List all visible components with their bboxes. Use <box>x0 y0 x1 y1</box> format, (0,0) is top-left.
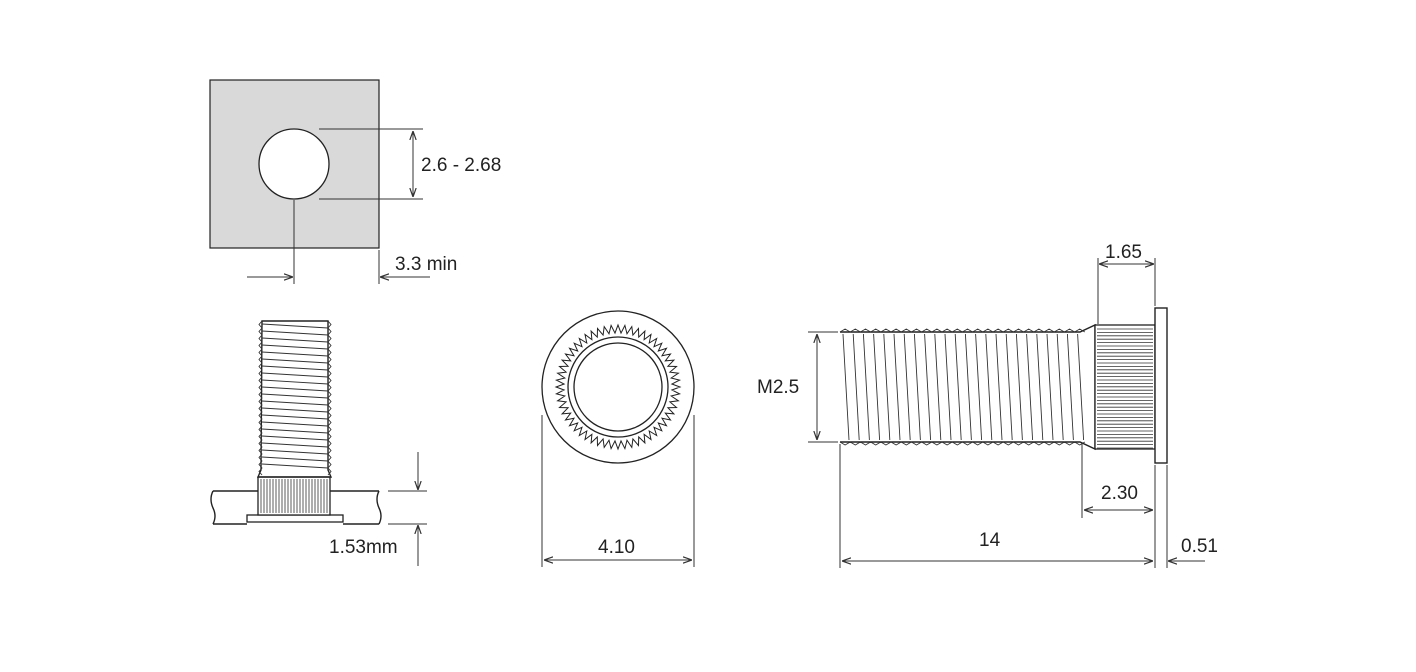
knurl-serration <box>554 323 682 451</box>
installed-stud-view: 1.53mm <box>210 320 427 566</box>
stud-thread-lines <box>261 323 329 469</box>
head-width-label: 1.65 <box>1105 242 1142 263</box>
overall-length-label: 14 <box>979 530 1001 551</box>
thread-size-label: M2.5 <box>757 377 799 398</box>
sheet-thickness-label: 1.53mm <box>329 537 398 558</box>
side-knurl-lines <box>1097 328 1153 449</box>
stud-thread-edge-left <box>258 320 263 476</box>
end-view: 4.10 <box>541 310 695 567</box>
hole-diameter-label: 2.6 - 2.68 <box>421 155 501 176</box>
side-thread-lines <box>842 333 1085 441</box>
edge-distance-label: 3.3 min <box>395 254 457 275</box>
inner-bore <box>573 342 663 432</box>
side-thread-crest-top <box>839 328 1086 333</box>
head-outer-circle <box>541 310 695 464</box>
side-head <box>1154 307 1168 464</box>
stud-head <box>246 514 344 523</box>
head-thickness-label: 0.51 <box>1181 536 1218 557</box>
inner-bore-outer <box>567 336 669 438</box>
side-thread-crest-bottom <box>839 441 1086 446</box>
side-view: 1.65 M2.5 2.30 14 0.51 <box>757 242 1218 568</box>
stud-thread-edge-right <box>327 320 332 476</box>
mounting-hole <box>258 128 330 200</box>
stud-knurl-lines <box>260 479 328 513</box>
knurl-length-label: 2.30 <box>1101 483 1138 504</box>
head-diameter-label: 4.10 <box>598 537 635 558</box>
panel-hole-view: 2.6 - 2.68 3.3 min <box>209 79 501 284</box>
